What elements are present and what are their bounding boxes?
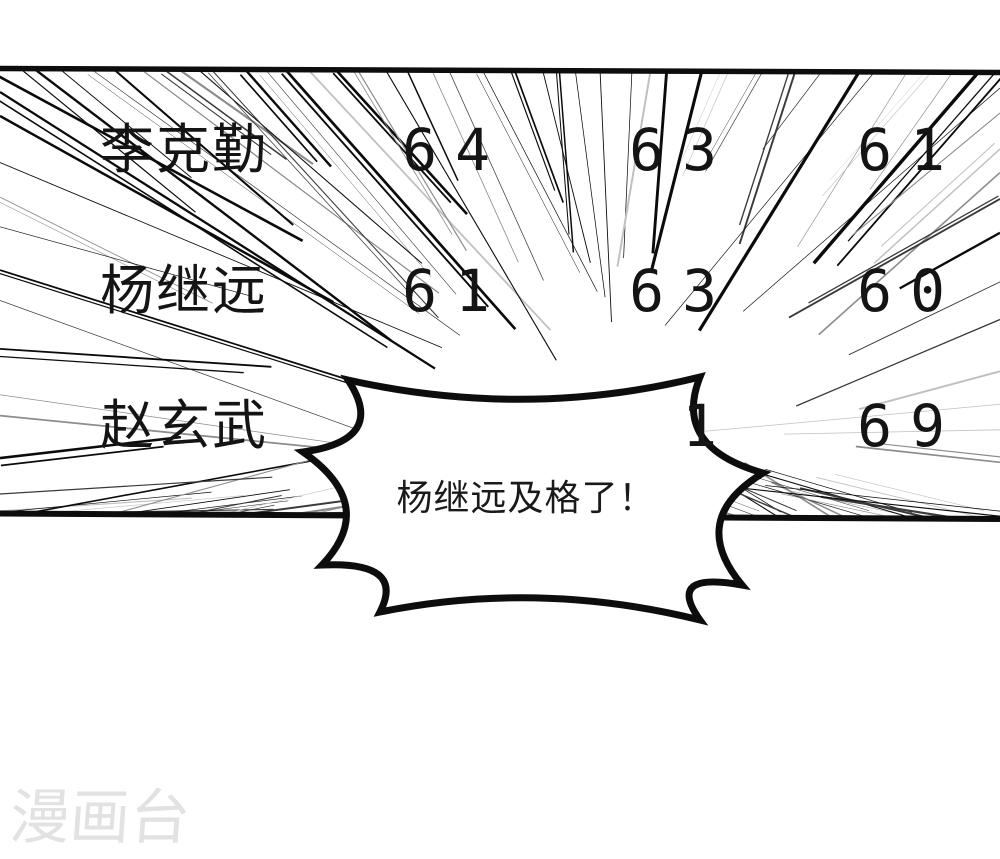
score-row: 赵玄武 69 bbox=[0, 397, 1000, 455]
panel-border-top bbox=[0, 65, 1000, 76]
score-value bbox=[358, 397, 508, 455]
watermark-logo: 漫画台 bbox=[7, 784, 193, 851]
score-value: 69 bbox=[857, 392, 963, 460]
score-value: 61 bbox=[857, 116, 963, 184]
student-name: 赵玄武 bbox=[100, 396, 268, 456]
student-name: 杨继远 bbox=[100, 261, 268, 321]
score-value: 60 bbox=[857, 257, 963, 325]
score-value: 64 bbox=[402, 116, 508, 184]
score-row: 李克勤 64 63 61 bbox=[0, 121, 1000, 179]
score-value: 63 bbox=[629, 257, 735, 325]
score-value: 61 bbox=[402, 257, 508, 325]
speech-bubble-text: 杨继远及格了！ bbox=[396, 477, 656, 518]
student-name: 李克勤 bbox=[100, 120, 268, 180]
score-value: 1 bbox=[682, 392, 735, 460]
score-row: 杨继远 61 63 60 bbox=[0, 262, 1000, 320]
score-value: 63 bbox=[629, 116, 735, 184]
